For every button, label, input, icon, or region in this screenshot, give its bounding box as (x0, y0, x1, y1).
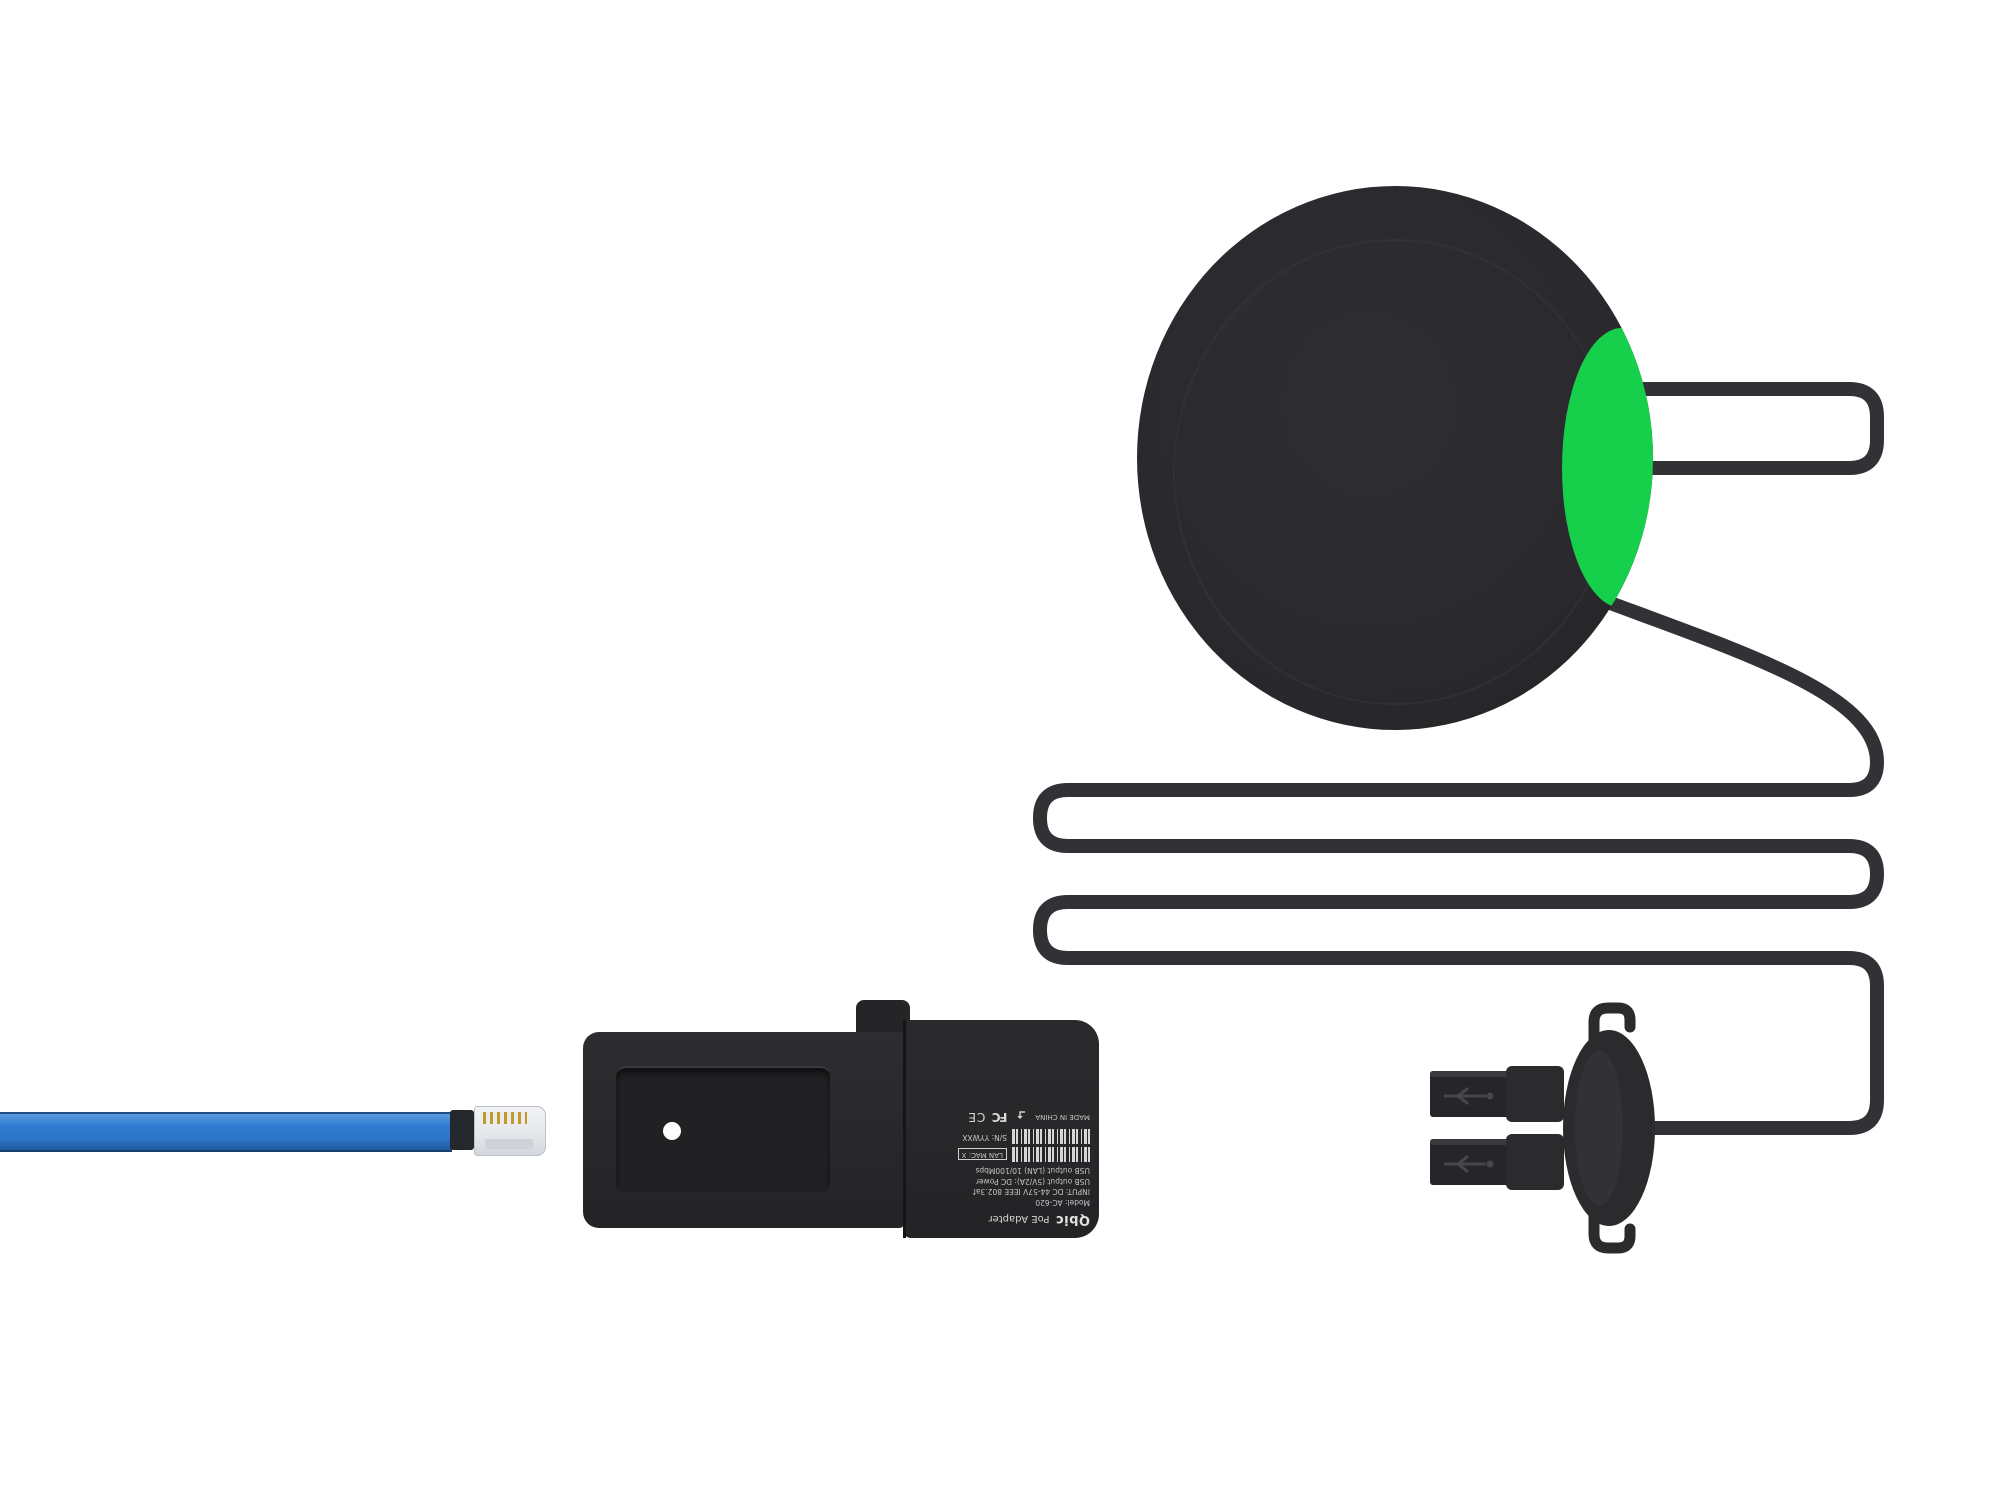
grommet-top-clip (1588, 1002, 1636, 1048)
usb-plug-top (1430, 1066, 1564, 1122)
rj45-latch (485, 1139, 533, 1149)
barcode (1012, 1128, 1090, 1144)
power-cable-loop (1635, 382, 1884, 475)
lan-mac-text: LAN MAC: X (957, 1148, 1007, 1161)
wireless-device-disc (1137, 186, 1653, 730)
label-input: INPUT: DC 44-57V IEEE 802.3af (973, 1187, 1090, 1197)
adapter-top-tab (856, 1000, 910, 1036)
product-name: PoE Adapter (988, 1213, 1050, 1224)
label-marks-row: MADE IN CHINA FC CE (910, 1108, 1090, 1125)
ce-mark-icon: CE (967, 1109, 986, 1124)
power-cable (1033, 553, 1884, 1135)
label-usb-lan: USB output (LAN) 10/100Mbps (975, 1166, 1090, 1176)
label-model: Model: AC-620 (1035, 1197, 1090, 1207)
label-usb-power: USB output (5V/2A): DC Power (975, 1176, 1090, 1186)
usb-plug-bottom (1430, 1134, 1564, 1190)
barcode (1012, 1146, 1090, 1162)
brand-logo: Qbic (1055, 1212, 1090, 1227)
adapter-led-hole (663, 1122, 681, 1140)
rj45-gold-pins (483, 1112, 527, 1124)
rj45-connector (474, 1106, 546, 1156)
label-serial-row: S/N: YYWXX (910, 1128, 1090, 1144)
fcc-mark-icon: FC (993, 1109, 1008, 1124)
label-mac-row: LAN MAC: X (910, 1146, 1090, 1162)
label-brand-row: Qbic PoE Adapter (910, 1210, 1091, 1228)
serial-text: S/N: YYWXX (962, 1132, 1007, 1142)
usb-trident-icon (1444, 1154, 1494, 1174)
grommet-bottom-clip (1588, 1208, 1636, 1254)
cable-grommet-sheen (1575, 1050, 1623, 1206)
usb-trident-icon (1444, 1086, 1494, 1106)
adapter-rj45-recess (616, 1066, 830, 1194)
ethernet-cable (0, 1112, 452, 1152)
adapter-seam (903, 1020, 906, 1238)
ethernet-cable-boot (450, 1110, 474, 1150)
adapter-label: Qbic PoE Adapter Model: AC-620 INPUT: DC… (910, 1028, 1092, 1230)
disposal-arrow-icon (1017, 1111, 1026, 1120)
made-in-text: MADE IN CHINA (1035, 1113, 1090, 1122)
